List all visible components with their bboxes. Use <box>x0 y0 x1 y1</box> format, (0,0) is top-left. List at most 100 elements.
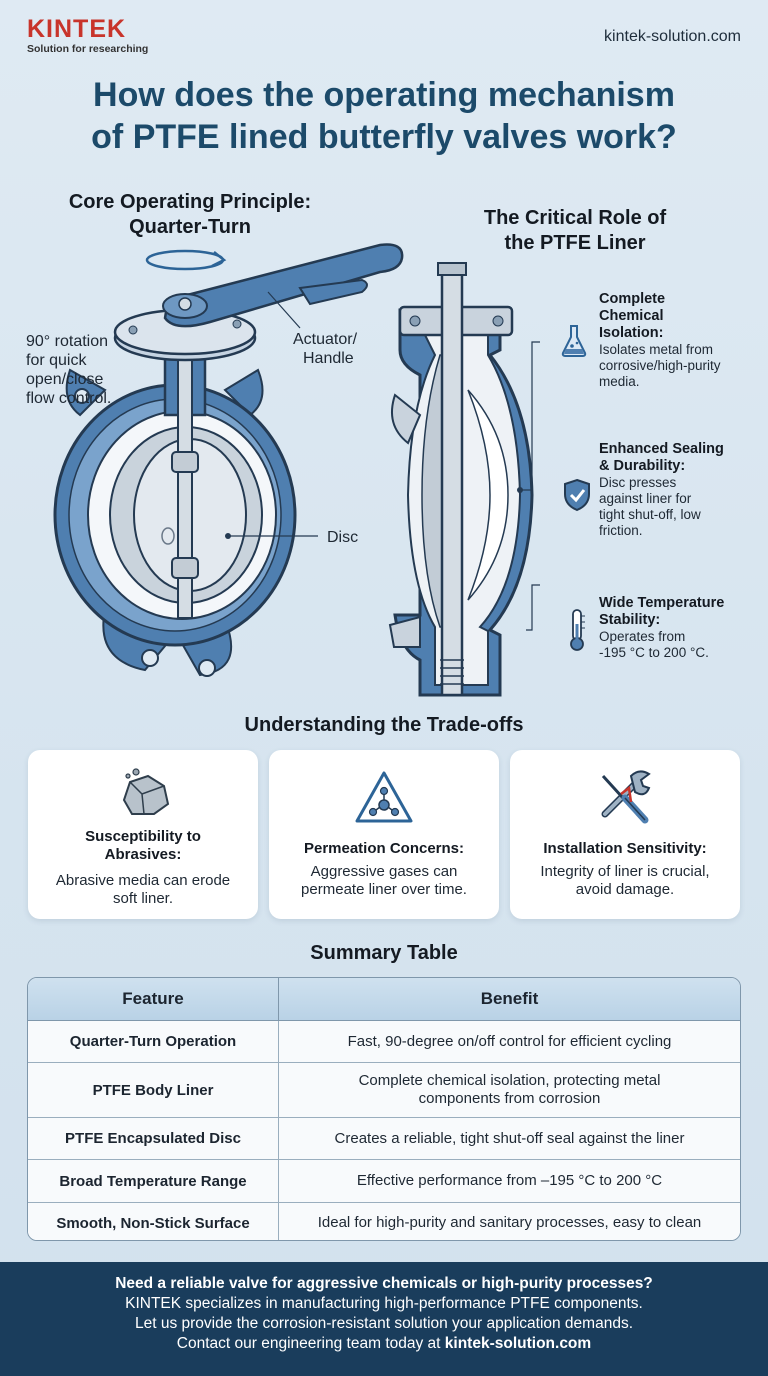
table-header: Feature Benefit <box>28 978 740 1021</box>
actuator-handle <box>162 243 404 328</box>
table-cell-feature: Quarter-Turn Operation <box>28 1021 279 1062</box>
feature-text-line: Isolates metal from <box>599 342 714 357</box>
rotation-label-line: flow control. <box>26 390 112 407</box>
card-title-line: Susceptibility to <box>85 828 201 845</box>
table-cell-feature: PTFE Body Liner <box>28 1063 279 1117</box>
table-cell-feature: PTFE Encapsulated Disc <box>28 1118 279 1159</box>
table-cell-benefit: Creates a reliable, tight shut-off seal … <box>279 1118 740 1159</box>
card-text: Aggressive gases can permeate liner over… <box>279 863 489 899</box>
feature-title-line: Stability: <box>599 612 661 628</box>
feature-title-line: Complete <box>599 291 666 307</box>
footer-cta: Need a reliable valve for aggressive che… <box>0 1262 768 1376</box>
footer-line-1: Need a reliable valve for aggressive che… <box>115 1275 653 1292</box>
column-header-feature: Feature <box>28 978 279 1020</box>
right-heading-line-2: the PTFE Liner <box>504 232 646 254</box>
feature-text-line: friction. <box>599 523 643 538</box>
feature-title-line: & Durability: <box>599 458 686 474</box>
card-text-line: Aggressive gases can <box>310 863 458 880</box>
tradeoff-card-installation: Installation Sensitivity: Integrity of l… <box>510 750 740 919</box>
brand-tagline: Solution for researching <box>27 43 149 55</box>
rotation-arrow-icon <box>145 249 227 271</box>
card-text-line: permeate liner over time. <box>301 881 467 898</box>
card-text-line: Abrasive media can erode <box>55 872 231 889</box>
benefit-line: components from corrosion <box>418 1090 601 1107</box>
feature-chemical-isolation: Complete Chemical Isolation: Isolates me… <box>599 291 721 390</box>
feature-title-line: Wide Temperature <box>599 595 725 611</box>
table-cell-benefit: Complete chemical isolation, protecting … <box>279 1063 740 1117</box>
table-cell-feature: Smooth, Non-Stick Surface <box>28 1203 279 1240</box>
card-text: Abrasive media can erode soft liner. <box>38 872 248 908</box>
left-heading-line-1: Core Operating Principle: <box>68 191 312 213</box>
card-title: Susceptibility to Abrasives: <box>36 828 250 864</box>
footer-line-4-prefix: Contact our engineering team today at <box>176 1335 445 1352</box>
tradeoffs-heading: Understanding the Trade-offs <box>244 714 524 736</box>
rotation-label: 90° rotation for quick open/close flow c… <box>26 332 111 408</box>
card-text-line: soft liner. <box>112 890 174 907</box>
table-row: Quarter-Turn Operation Fast, 90-degree o… <box>28 1021 740 1063</box>
feature-title-line: Chemical <box>599 308 664 324</box>
brand-logo: KINTEK Solution for researching <box>27 16 148 55</box>
table-row: PTFE Body Liner Complete chemical isolat… <box>28 1063 740 1118</box>
feature-text-line: media. <box>599 374 640 389</box>
table-row: Smooth, Non-Stick Surface Ideal for high… <box>28 1203 740 1240</box>
benefit-line: Fast, 90-degree on/off control for effic… <box>347 1032 672 1050</box>
feature-title-line: Isolation: <box>599 325 664 341</box>
footer-site-link[interactable]: kintek-solution.com <box>444 1335 592 1352</box>
footer-line-3: Let us provide the corrosion-resistant s… <box>135 1315 633 1332</box>
rotation-label-line: 90° rotation <box>26 333 109 350</box>
rotation-label-line: open/close <box>26 371 104 388</box>
feature-text-line: tight shut-off, low <box>599 507 701 522</box>
feature-sealing-durability: Enhanced Sealing & Durability: Disc pres… <box>599 441 724 539</box>
feature-text-line: -195 °C to 200 °C. <box>599 645 709 660</box>
table-cell-benefit: Fast, 90-degree on/off control for effic… <box>279 1021 740 1062</box>
feature-temperature-stability: Wide Temperature Stability: Operates fro… <box>599 595 724 661</box>
table-cell-feature: Broad Temperature Range <box>28 1160 279 1202</box>
left-heading-line-2: Quarter-Turn <box>129 216 251 238</box>
benefit-line: Complete chemical isolation, protecting … <box>358 1072 661 1089</box>
summary-heading: Summary Table <box>310 942 458 964</box>
wrench-screwdriver-icon <box>601 770 651 824</box>
table-row: PTFE Encapsulated Disc Creates a reliabl… <box>28 1118 740 1160</box>
summary-table: Feature Benefit Quarter-Turn Operation F… <box>27 977 741 1241</box>
footer-line-4: Contact our engineering team today at ki… <box>0 1334 768 1354</box>
card-title-line: Abrasives: <box>104 846 182 863</box>
table-cell-benefit: Ideal for high-purity and sanitary proce… <box>279 1203 740 1240</box>
title-line-1: How does the operating mechanism <box>93 76 675 114</box>
right-heading-line-1: The Critical Role of <box>483 207 667 229</box>
tradeoff-card-abrasives: Susceptibility to Abrasives: Abrasive me… <box>28 750 258 919</box>
left-heading: Core Operating Principle: Quarter-Turn <box>30 190 350 240</box>
thermometer-icon <box>570 609 585 651</box>
tradeoff-card-permeation: Permeation Concerns: Aggressive gases ca… <box>269 750 499 919</box>
valve-cutaway-illustration <box>388 262 534 697</box>
brand-name: KINTEK <box>27 15 127 43</box>
card-title: Permeation Concerns: <box>303 840 465 857</box>
title-line-2: of PTFE lined butterfly valves work? <box>91 118 677 156</box>
card-text-line: avoid damage. <box>575 881 675 898</box>
warning-molecule-icon <box>355 771 413 823</box>
feature-text-line: against liner for <box>599 491 692 506</box>
card-title: Installation Sensitivity: <box>543 840 707 857</box>
page-title: How does the operating mechanism of PTFE… <box>0 74 768 158</box>
shield-check-icon <box>564 478 590 512</box>
table-row: Broad Temperature Range Effective perfor… <box>28 1160 740 1203</box>
feature-text-line: Disc presses <box>599 475 677 490</box>
leader-lines <box>517 341 540 631</box>
rotation-label-line: for quick <box>26 352 87 369</box>
benefit-line: Ideal for high-purity and sanitary proce… <box>317 1214 702 1231</box>
site-link[interactable]: kintek-solution.com <box>604 28 741 45</box>
column-header-benefit: Benefit <box>480 989 539 1008</box>
feature-text-line: Operates from <box>599 629 686 644</box>
actuator-label-line: Actuator/ <box>293 331 358 348</box>
card-text: Integrity of liner is crucial, avoid dam… <box>520 863 730 899</box>
footer-line-2: KINTEK specializes in manufacturing high… <box>125 1295 643 1312</box>
feature-title-line: Enhanced Sealing <box>599 441 724 457</box>
feature-text-line: corrosive/high-purity <box>599 358 721 373</box>
butterfly-valve-illustration <box>53 243 404 677</box>
table-cell-benefit: Effective performance from –195 °C to 20… <box>279 1160 740 1202</box>
actuator-label: Actuator/ Handle <box>293 330 357 368</box>
card-text-line: Integrity of liner is crucial, <box>540 863 710 880</box>
benefit-line: Creates a reliable, tight shut-off seal … <box>334 1129 685 1147</box>
benefit-line: Effective performance from –195 °C to 20… <box>356 1172 663 1189</box>
right-heading: The Critical Role of the PTFE Liner <box>440 206 710 256</box>
disc-label: Disc <box>327 529 359 546</box>
